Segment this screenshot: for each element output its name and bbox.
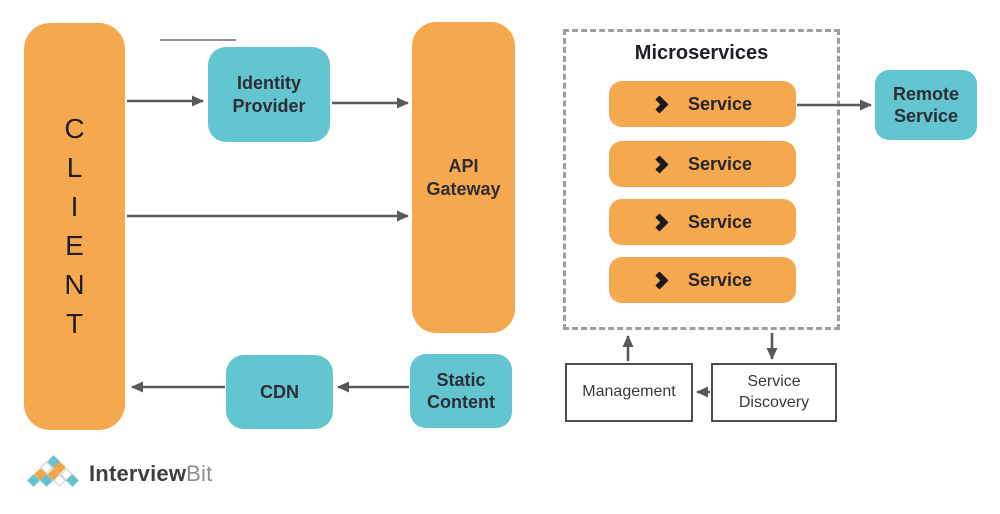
api-gateway-node: API Gateway [412, 22, 515, 333]
service-label: Service [687, 269, 753, 290]
remote-service-label: Remote Service [892, 83, 959, 127]
interviewbit-logo: InterviewBit [25, 452, 212, 500]
client-letter: I [70, 191, 79, 222]
management-label: Management [582, 383, 676, 401]
api-gateway-label: API Gateway [426, 156, 501, 199]
service-node-1: Service [609, 81, 796, 127]
static-content-node: Static Content [410, 354, 512, 428]
logo-text-secondary: Bit [186, 461, 213, 486]
service-node-2: Service [609, 141, 796, 187]
service-discovery-label: Service Discovery [738, 372, 810, 411]
chevron-right-icon [650, 94, 669, 114]
logo-underline [160, 39, 236, 41]
management-node: Management [565, 363, 693, 422]
chevron-right-icon [650, 212, 669, 232]
chevron-right-icon [650, 154, 669, 174]
microservices-container [563, 29, 840, 330]
cdn-node: CDN [226, 355, 333, 429]
service-discovery-node: Service Discovery [711, 363, 837, 422]
client-node: C L I E N T [24, 23, 125, 430]
interviewbit-pyramid-icon [25, 454, 81, 496]
logo-text-primary: Interview [89, 461, 187, 486]
chevron-right-icon [650, 270, 669, 290]
identity-provider-node: Identity Provider [208, 47, 330, 142]
service-label: Service [687, 153, 753, 174]
service-label: Service [687, 211, 753, 232]
interviewbit-logo-text: InterviewBit [89, 461, 212, 487]
remote-service-node: Remote Service [875, 70, 977, 140]
client-letter: E [65, 230, 84, 261]
service-node-4: Service [609, 257, 796, 303]
static-content-label: Static Content [427, 369, 495, 413]
service-node-3: Service [609, 199, 796, 245]
identity-provider-label: Identity Provider [232, 73, 306, 116]
client-letter: L [66, 152, 83, 183]
client-letter: N [64, 269, 85, 300]
client-letter: C [64, 113, 85, 144]
service-label: Service [687, 93, 753, 114]
cdn-label: CDN [260, 381, 299, 402]
client-letter: T [65, 308, 84, 339]
microservices-title: Microservices [634, 42, 769, 64]
